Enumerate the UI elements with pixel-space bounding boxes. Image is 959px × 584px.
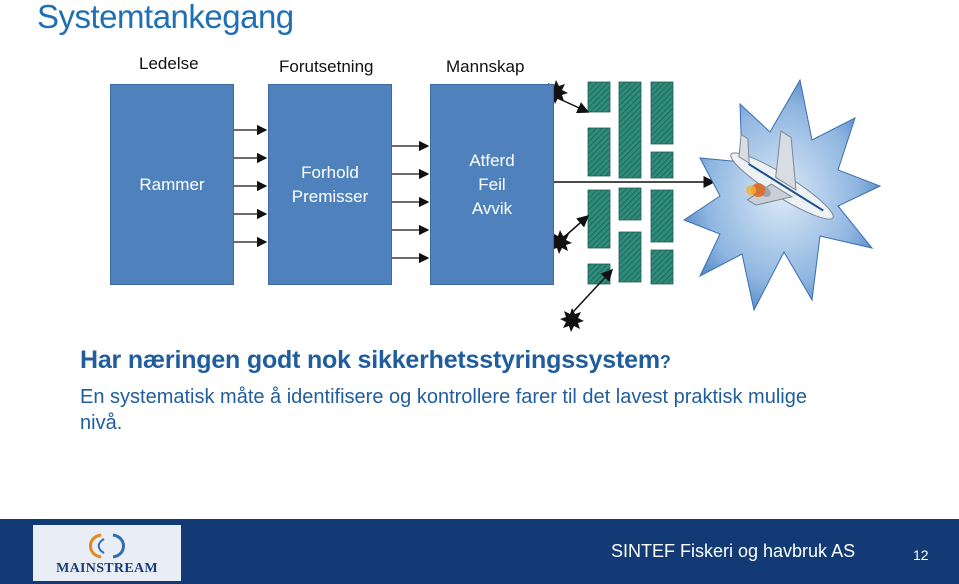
error-trajectories — [552, 95, 716, 313]
accident-burst-image — [682, 78, 882, 312]
footer-bar: MAINSTREAM SINTEF Fiskeri og havbruk AS … — [0, 519, 959, 584]
block-atferd-feil-avvik: Atferd Feil Avvik — [430, 84, 554, 285]
block-atferd-label: Atferd — [469, 150, 515, 170]
question-mark: ? — [659, 352, 671, 372]
logo-text: MAINSTREAM — [56, 561, 158, 576]
column-label-mannskap: Mannskap — [446, 57, 525, 76]
body-text: En systematisk måte å identifisere og ko… — [80, 386, 807, 434]
arrows-block2-to-block3 — [392, 140, 430, 264]
column-label-forutsetning: Forutsetning — [279, 57, 374, 76]
block-forhold-premisser: Forhold Premisser — [268, 84, 392, 285]
organization-name: SINTEF Fiskeri og havbruk AS — [611, 541, 856, 561]
block-rammer-label: Rammer — [139, 174, 205, 194]
mainstream-logo: MAINSTREAM — [33, 525, 181, 581]
system-diagram — [232, 78, 882, 332]
question-heading: Har næringen godt nok sikkerhetsstyrings… — [80, 346, 671, 375]
column-label-ledelse: Ledelse — [139, 54, 199, 73]
mainstream-logo-icon — [89, 533, 125, 559]
page-number: 12 — [913, 547, 929, 563]
airplane-icon — [730, 130, 834, 220]
block-forhold-label: Forhold — [301, 162, 359, 182]
barrier-layers — [587, 81, 674, 285]
question-text: Har næringen godt nok sikkerhetsstyrings… — [80, 346, 660, 374]
block-rammer: Rammer — [110, 84, 234, 285]
slide-title: Systemtankegang — [37, 0, 294, 35]
block-premisser-label: Premisser — [291, 186, 369, 206]
block-feil-label: Feil — [478, 174, 506, 194]
arrows-block1-to-block2 — [232, 124, 268, 248]
block-avvik-label: Avvik — [471, 198, 513, 218]
